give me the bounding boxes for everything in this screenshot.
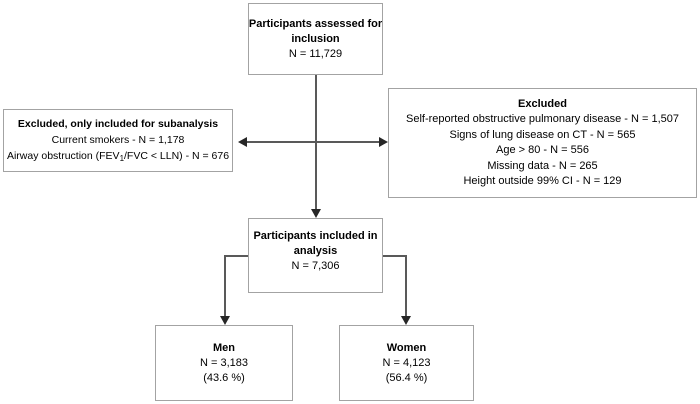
included-title-line1: Participants included in [253, 230, 378, 242]
men-count: N = 3,183 [199, 356, 248, 369]
arrowhead-down-included-icon [311, 209, 321, 218]
connector-included-to-men-horizontal [225, 255, 248, 257]
airway-text-pre: Airway obstruction (FEV [6, 150, 120, 162]
connector-included-to-men-vertical [224, 255, 226, 317]
excluded-item-missing-data: Missing data - N = 265 [487, 159, 598, 172]
excluded-item-height-ci: Height outside 99% CI - N = 129 [463, 175, 622, 187]
arrowhead-left-excluded-subanalysis-icon [238, 137, 247, 147]
excluded-subanalysis-airway: Airway obstruction (FEV1/FVC < LLN) - N … [7, 148, 229, 165]
excluded-main-title: Excluded [518, 97, 567, 110]
assessed-title-line2: inclusion [291, 32, 340, 45]
airway-text-post: /FVC < LLN) - N = 676 [124, 150, 230, 162]
men-percent: (43.6 %) [203, 371, 245, 384]
connector-included-to-women-horizontal [383, 255, 407, 257]
excluded-subanalysis-title: Excluded, only included for subanalysis [17, 118, 219, 130]
excluded-subanalysis-smokers: Current smokers - N = 1,178 [51, 134, 185, 146]
box-men: Men N = 3,183 (43.6 %) [155, 325, 293, 401]
box-participants-assessed: Participants assessed for inclusion N = … [248, 3, 383, 75]
included-count: N = 7,306 [291, 260, 340, 272]
box-excluded-subanalysis: Excluded, only included for subanalysis … [3, 109, 233, 172]
assessed-title-line1: Participants assessed for [248, 17, 383, 30]
excluded-item-pulmonary-disease: Self-reported obstructive pulmonary dise… [405, 113, 679, 125]
women-percent: (56.4 %) [385, 371, 428, 384]
excluded-item-lung-disease-ct: Signs of lung disease on CT - N = 565 [449, 128, 636, 141]
arrowhead-right-excluded-icon [379, 137, 388, 147]
connector-exclusions-horizontal [245, 141, 381, 143]
box-participants-included: Participants included in analysis N = 7,… [248, 218, 383, 293]
excluded-item-age: Age > 80 - N = 556 [496, 144, 589, 156]
arrowhead-down-women-icon [401, 316, 411, 325]
women-title: Women [386, 341, 427, 354]
arrowhead-down-men-icon [220, 316, 230, 325]
women-count: N = 4,123 [382, 356, 431, 369]
assessed-count: N = 11,729 [288, 47, 343, 60]
included-title-line2: analysis [293, 245, 338, 257]
connector-included-to-women-vertical [405, 255, 407, 317]
box-women: Women N = 4,123 (56.4 %) [339, 325, 474, 401]
men-title: Men [213, 341, 235, 354]
airway-subscript-one: 1 [119, 153, 125, 163]
box-excluded-main: Excluded Self-reported obstructive pulmo… [388, 88, 697, 198]
